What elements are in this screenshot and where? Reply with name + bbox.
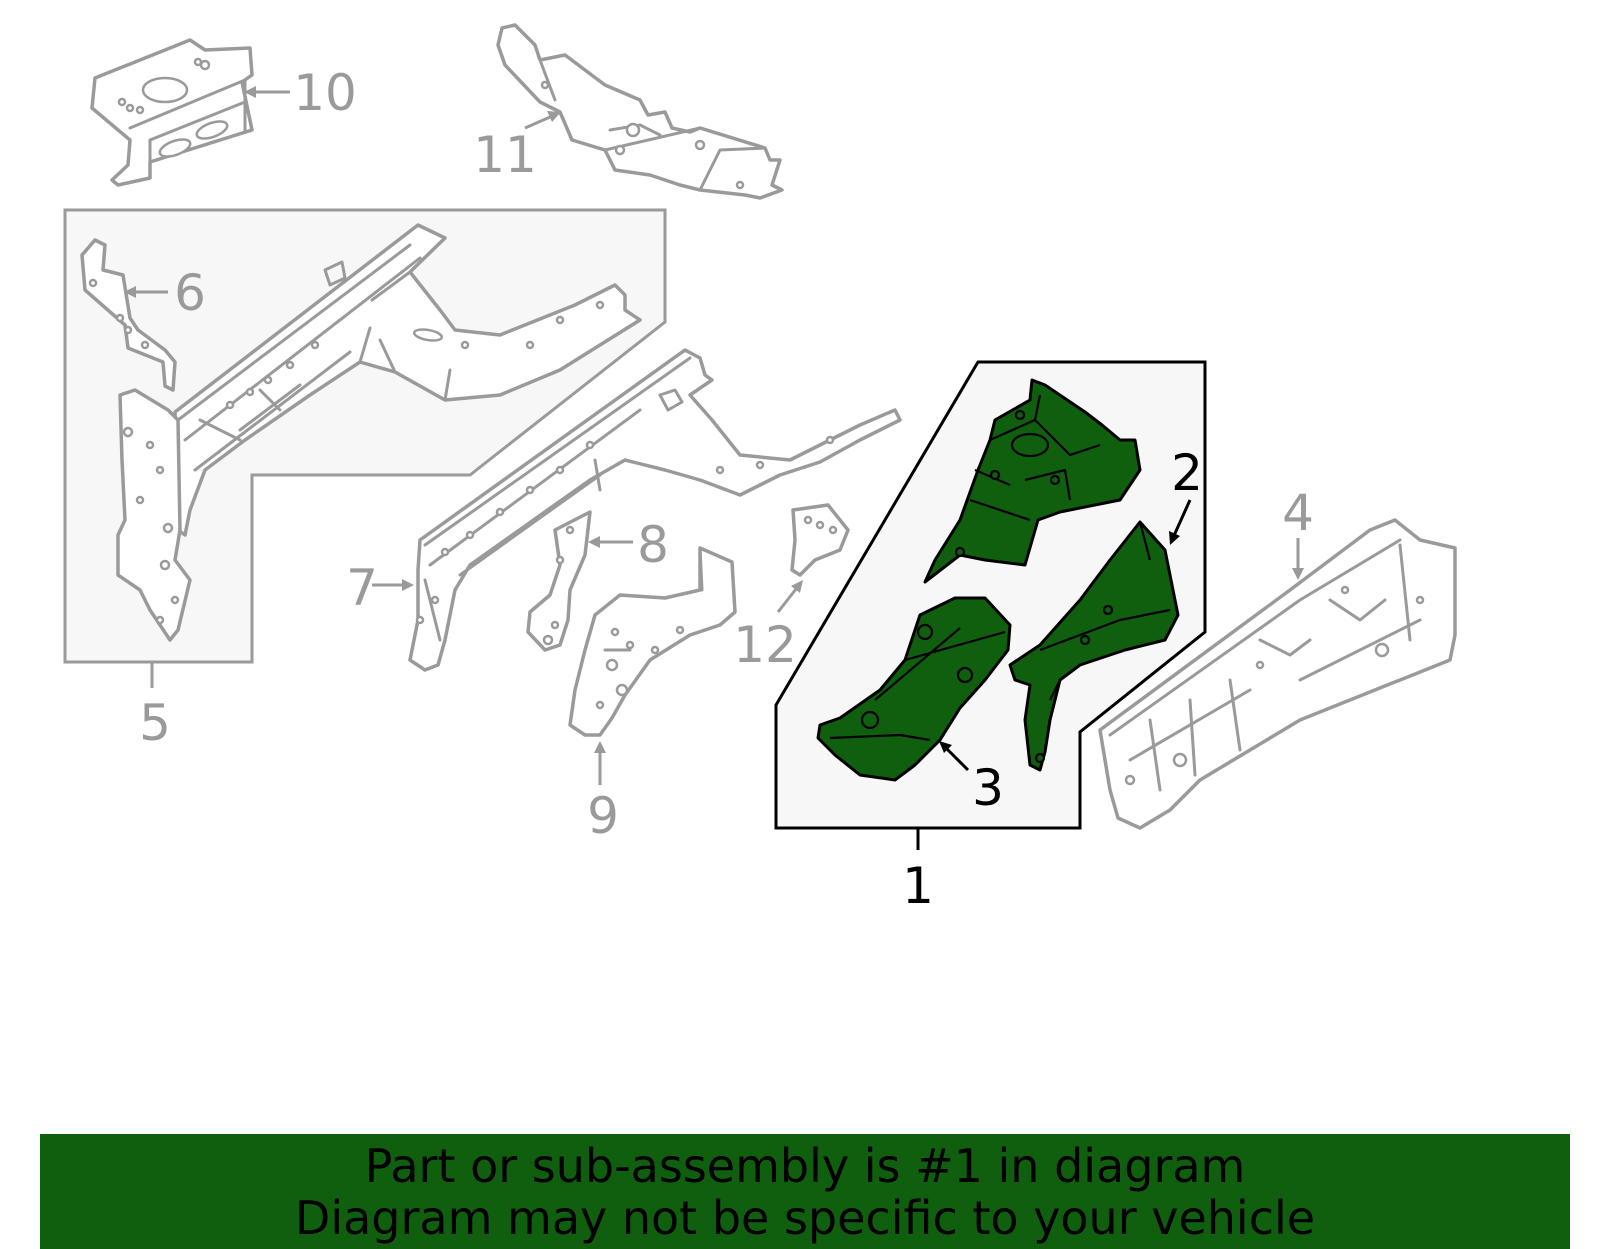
callout-4: 4 [1282,484,1314,542]
group-box-5 [63,208,667,664]
highlighted-assembly-1 [816,378,1180,782]
callout-2: 2 [1171,444,1203,502]
arrowhead-9 [594,741,606,753]
arrowhead-12 [791,580,803,593]
arrowhead-10 [244,86,256,98]
part-8-gusset [526,510,592,652]
part-9-reinforcement [568,546,737,737]
part-6-bracket [80,238,177,392]
info-banner: Part or sub-assembly is #1 in diagram Di… [40,1134,1570,1249]
arrowhead-3 [939,741,952,753]
part-11-cowl [496,23,784,200]
part-5-side-member [116,223,642,642]
arrowhead-7 [402,579,414,591]
callout-9: 9 [587,787,619,845]
part-2-side-panel [1008,520,1180,772]
arrowhead-6 [124,286,136,298]
part-10-bracket [90,38,254,187]
callout-1: 1 [902,857,934,915]
callout-5: 5 [139,694,171,752]
callout-8: 8 [637,516,669,574]
arrowhead-2 [1169,531,1180,545]
banner-line-2: Diagram may not be specific to your vehi… [294,1190,1316,1245]
callout-6: 6 [174,264,206,322]
arrowhead-8 [588,536,600,548]
callout-3: 3 [972,759,1004,817]
callout-11: 11 [473,126,537,184]
callout-12: 12 [733,616,797,674]
arrowhead-4 [1292,568,1304,580]
part-7-side-member [408,348,902,672]
part-4-rail [1098,518,1457,830]
arrowhead-11 [547,111,561,122]
callout-10: 10 [293,64,357,122]
part-12-plate [790,503,850,577]
callout-7: 7 [346,559,378,617]
arrow-2 [1170,499,1192,541]
banner-line-1: Part or sub-assembly is #1 in diagram [364,1138,1246,1193]
part-1-strut-tower [923,378,1142,584]
